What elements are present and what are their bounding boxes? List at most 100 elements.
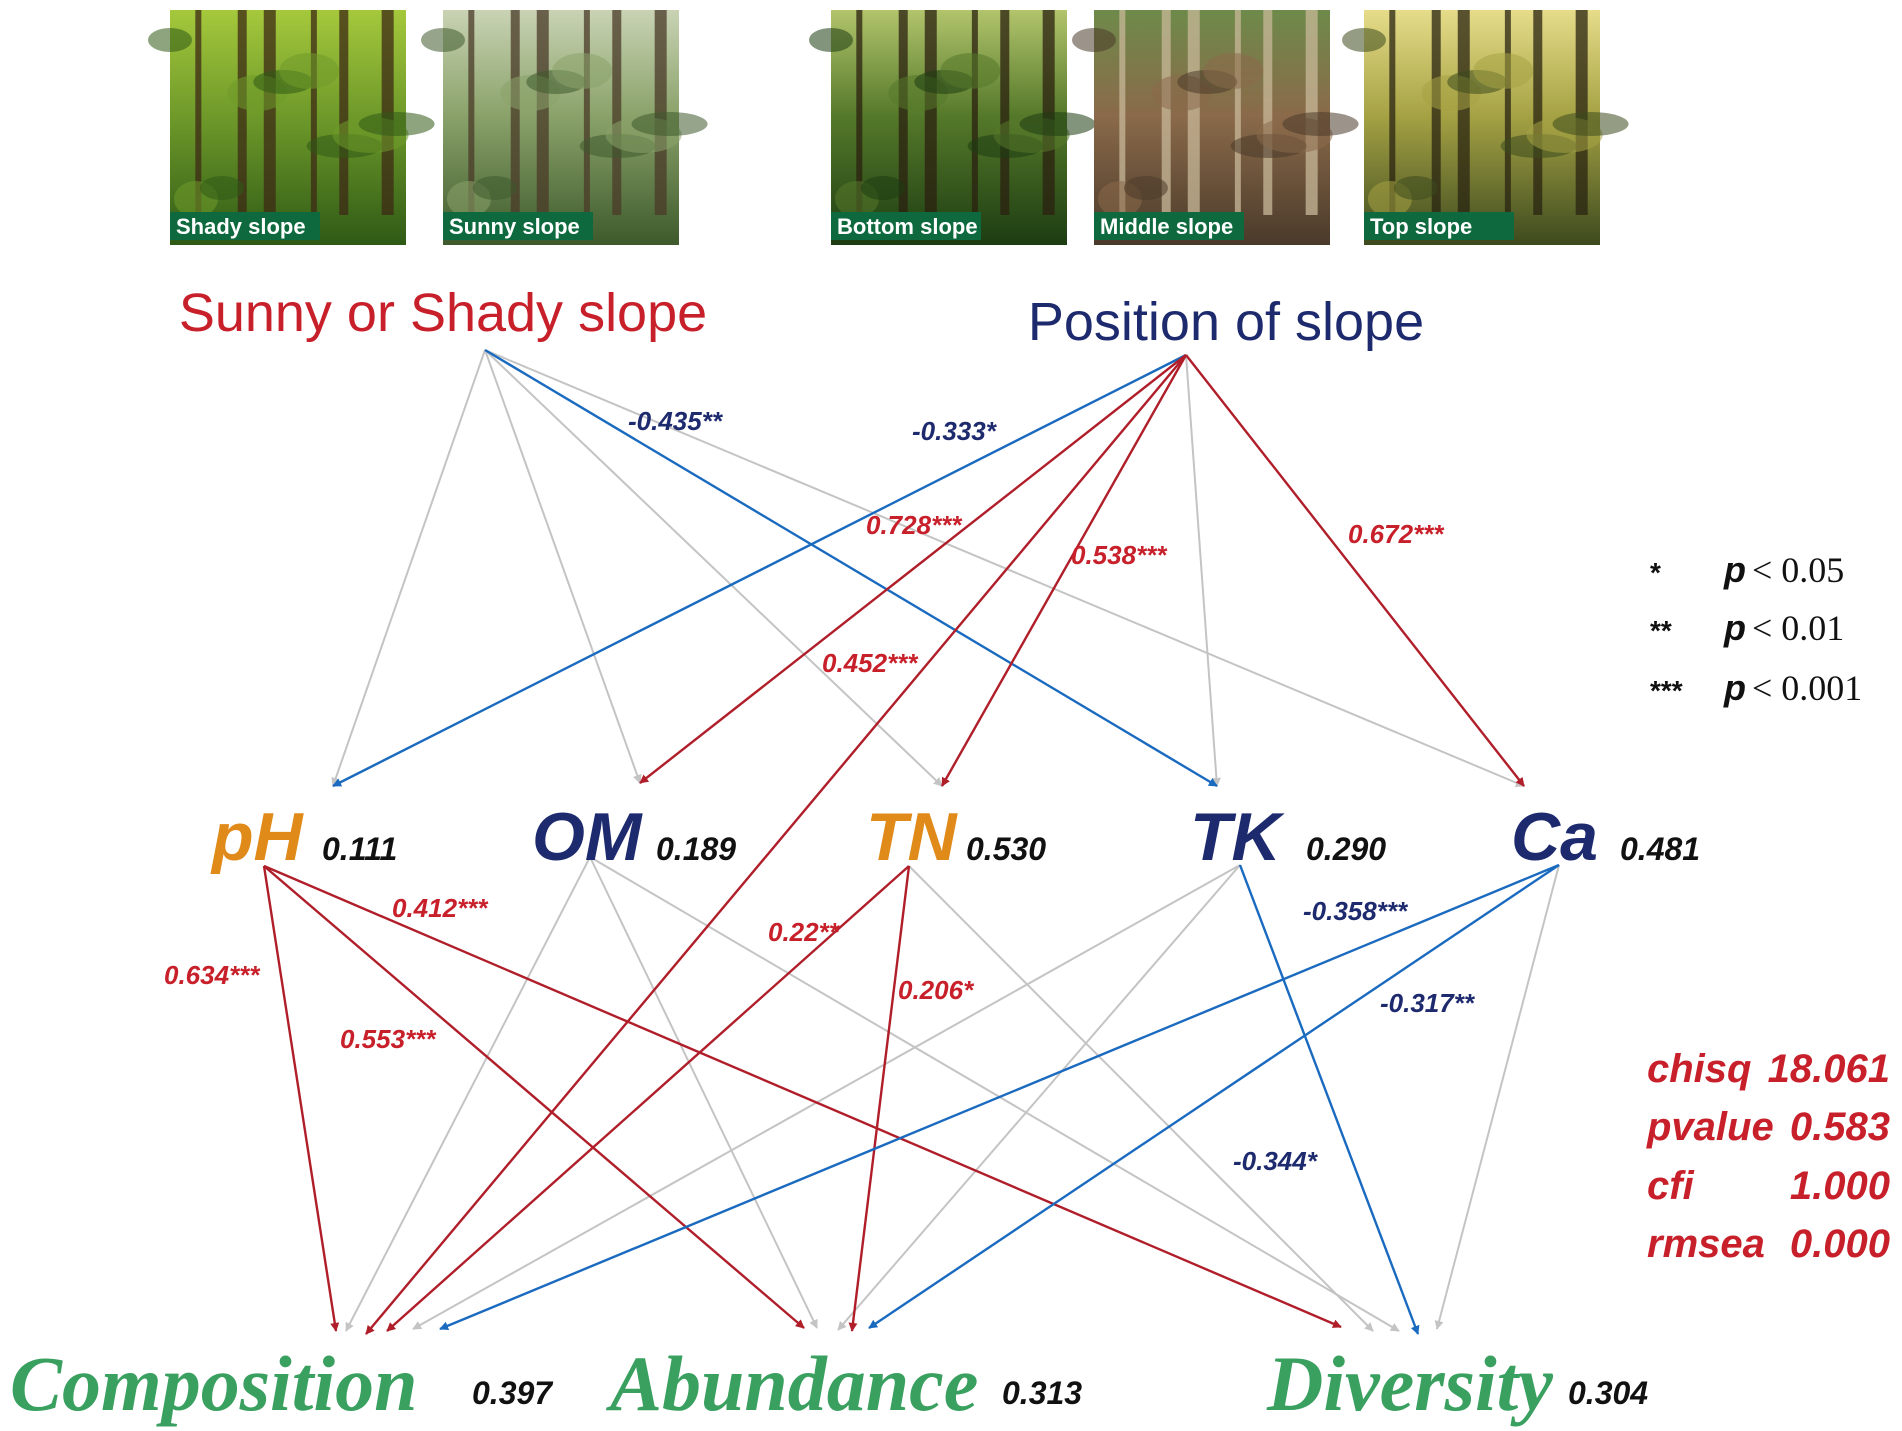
node-composition-r2: 0.397	[472, 1375, 554, 1411]
tree-trunk	[195, 10, 202, 215]
foliage-patch	[860, 176, 905, 200]
tree-trunk	[468, 10, 475, 215]
node-ca: Ca 0.481	[1511, 799, 1700, 875]
path-arrow-position-to-om	[639, 354, 1187, 784]
foliage-patch	[1203, 53, 1264, 89]
path-arrow-aspect-to-tn	[484, 349, 943, 787]
foliage-patch	[1473, 53, 1534, 89]
site-photo-shady-slope: Shady slope	[148, 10, 435, 245]
tree-trunk	[510, 10, 520, 215]
fit-stat-name: chisq	[1647, 1047, 1751, 1091]
tree-trunk	[1000, 10, 1010, 215]
coef-position-to-composition: 0.452***	[822, 648, 919, 678]
path-arrow-ca-to-diversity	[1434, 864, 1560, 1330]
site-photo-sunny-slope: Sunny slope	[421, 10, 708, 245]
node-tn-r2: 0.530	[966, 831, 1046, 867]
fit-row-pvalue: pvalue 0.583	[1646, 1105, 1890, 1149]
path-arrow-position-to-ca	[1185, 354, 1525, 787]
path-arrow-om-to-diversity	[589, 856, 1400, 1332]
foliage-patch	[809, 28, 853, 52]
tree-trunk	[536, 10, 549, 215]
foliage-patch	[421, 28, 465, 52]
foliage-patch	[1282, 112, 1359, 136]
fit-row-chisq: chisq 18.061	[1647, 1047, 1890, 1091]
node-ca-r2: 0.481	[1620, 831, 1700, 867]
site-photo-top-slope: Top slope	[1342, 10, 1629, 245]
site-photo-middle-slope: Middle slope	[1072, 10, 1359, 245]
tree-trunk	[263, 10, 276, 215]
tree-trunk	[1431, 10, 1441, 215]
node-om: OM 0.189	[532, 799, 736, 875]
legend-row: **p< 0.01	[1650, 607, 1844, 648]
photo-caption: Sunny slope	[449, 214, 580, 239]
foliage-patch	[1019, 112, 1096, 136]
path-arrows	[262, 348, 1560, 1335]
tree-trunk	[237, 10, 247, 215]
fit-stat-name: pvalue	[1646, 1105, 1774, 1149]
coef-position-to-ph: -0.333*	[912, 416, 998, 446]
tree-trunk	[1263, 10, 1273, 215]
path-arrow-aspect-to-ca	[484, 349, 1525, 788]
factor-aspect-title: Sunny or Shady slope	[179, 283, 707, 343]
tree-trunk	[1504, 10, 1511, 215]
photo-caption-bar	[1094, 212, 1244, 240]
tree-trunk	[898, 10, 908, 215]
tree-trunk	[1187, 10, 1200, 215]
tree-trunk	[339, 10, 349, 215]
node-om-r2: 0.189	[656, 831, 736, 867]
coef-ca-to-composition: -0.358***	[1303, 896, 1409, 926]
node-composition-label: Composition	[10, 1340, 417, 1427]
node-ca-label: Ca	[1511, 799, 1598, 875]
legend-stars: *	[1650, 557, 1661, 588]
foliage-patch	[1072, 28, 1116, 52]
factor-position-title: Position of slope	[1028, 292, 1424, 352]
foliage-patch	[1123, 176, 1168, 200]
foliage-patch	[940, 53, 1001, 89]
path-arrow-ph-to-diversity	[263, 864, 1342, 1329]
legend-row: *p< 0.05	[1650, 549, 1844, 590]
coef-tk-to-diversity: -0.344*	[1233, 1146, 1319, 1176]
node-tk-label: TK	[1190, 799, 1286, 875]
legend-threshold: < 0.001	[1752, 668, 1862, 708]
tree-trunk	[612, 10, 622, 215]
path-arrow-tn-to-composition	[386, 865, 910, 1332]
foliage-patch	[631, 112, 708, 136]
fit-stat-value: 0.583	[1790, 1105, 1890, 1149]
legend-p-symbol: p	[1723, 607, 1746, 648]
path-arrow-om-to-composition	[345, 856, 591, 1332]
coef-ph-to-abundance: 0.553***	[340, 1024, 437, 1054]
path-arrow-tn-to-abundance	[848, 865, 911, 1332]
foliage-patch	[1393, 176, 1438, 200]
node-abundance-label: Abundance	[605, 1340, 978, 1427]
path-arrow-tk-to-diversity	[1238, 864, 1420, 1335]
photo-caption-bar	[170, 212, 320, 240]
photo-caption: Bottom slope	[837, 214, 978, 239]
path-arrow-aspect-to-om	[484, 349, 642, 784]
node-om-label: OM	[532, 799, 643, 875]
path-arrow-om-to-abundance	[589, 856, 818, 1329]
fit-stat-value: 18.061	[1768, 1047, 1890, 1091]
path-arrow-ca-to-composition	[439, 863, 1560, 1331]
path-arrow-ca-to-abundance	[868, 864, 1560, 1329]
foliage-patch	[1342, 28, 1386, 52]
coef-position-to-om: 0.728***	[866, 510, 963, 540]
tree-trunk	[1119, 10, 1126, 215]
path-arrow-position-to-tn	[940, 354, 1188, 787]
foliage-patch	[199, 176, 244, 200]
legend-threshold: < 0.05	[1752, 550, 1844, 590]
tree-trunk	[1161, 10, 1171, 215]
foliage-patch	[1552, 112, 1629, 136]
legend-threshold: < 0.01	[1752, 608, 1844, 648]
path-arrow-tn-to-diversity	[908, 865, 1374, 1332]
tree-trunk	[1533, 10, 1543, 215]
path-coefficients: -0.435**-0.333*0.728***0.538***0.672***0…	[164, 406, 1476, 1176]
tree-trunk	[1389, 10, 1396, 215]
path-arrow-aspect-to-ph	[331, 349, 486, 787]
